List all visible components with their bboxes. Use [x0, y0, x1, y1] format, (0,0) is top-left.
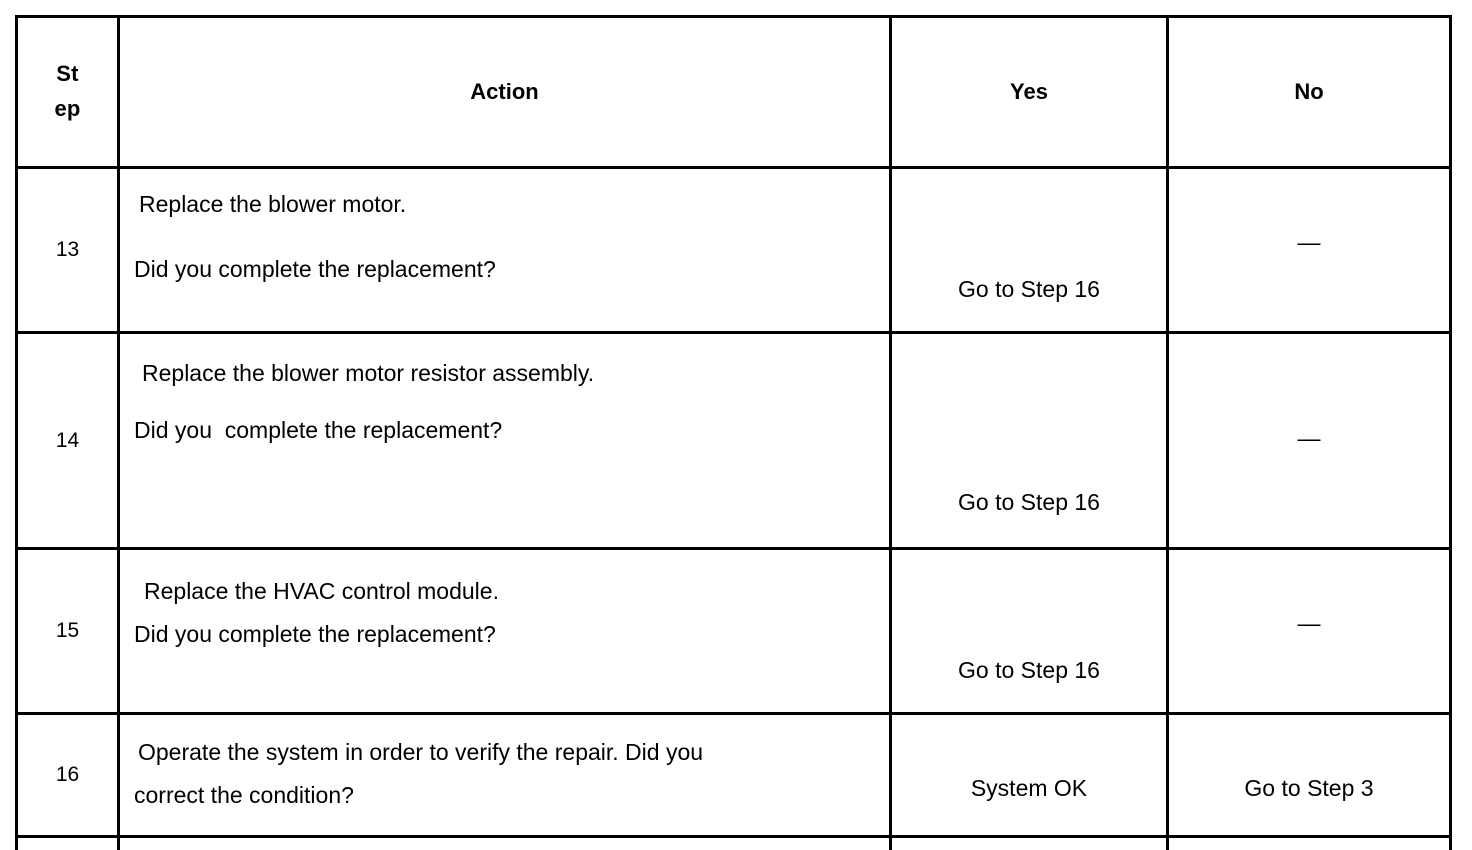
step-number-cell: [17, 837, 119, 850]
action-text-line-1: Operate the system in order to verify th…: [134, 741, 889, 764]
yes-cell: [891, 837, 1168, 850]
table-header-row: St ep Action Yes No: [17, 17, 1451, 168]
yes-cell: Go to Step 16: [891, 168, 1168, 333]
column-header-step-line2: ep: [54, 92, 80, 127]
table-row: 15 Replace the HVAC control module. Did …: [17, 549, 1451, 714]
table-row: 16 Operate the system in order to verify…: [17, 714, 1451, 837]
step-number: 13: [18, 169, 117, 331]
no-cell: —: [1168, 333, 1451, 549]
column-header-step-line1: St: [56, 57, 78, 92]
action-text-line-2: Did you complete the replacement?: [134, 419, 889, 442]
action-text-line-1: Replace the HVAC control module.: [134, 580, 889, 603]
no-action-dash: —: [1169, 610, 1449, 637]
no-action-text: Go to Step 3: [1169, 775, 1449, 802]
yes-cell: Go to Step 16: [891, 333, 1168, 549]
step-number-cell: 13: [17, 168, 119, 333]
column-header-action-label: Action: [120, 18, 889, 166]
action-text-line-1: Replace the blower motor.: [134, 193, 889, 216]
step-number: 16: [18, 715, 117, 835]
action-cell: Replace the HVAC control module. Did you…: [119, 549, 891, 714]
table-row-clipped: [17, 837, 1451, 850]
action-cell: Replace the blower motor. Did you comple…: [119, 168, 891, 333]
step-number-cell: 16: [17, 714, 119, 837]
yes-cell: System OK: [891, 714, 1168, 837]
no-cell: —: [1168, 549, 1451, 714]
table-row: 14 Replace the blower motor resistor ass…: [17, 333, 1451, 549]
action-text-line-1: Replace the blower motor resistor assemb…: [134, 362, 889, 385]
no-action-dash: —: [1169, 425, 1449, 452]
yes-action-text: Go to Step 16: [892, 276, 1166, 303]
action-cell: Operate the system in order to verify th…: [119, 714, 891, 837]
column-header-no-label: No: [1169, 18, 1449, 166]
no-cell: [1168, 837, 1451, 850]
no-cell: Go to Step 3: [1168, 714, 1451, 837]
action-text-line-2: Did you complete the replacement?: [134, 623, 889, 646]
no-cell: —: [1168, 168, 1451, 333]
column-header-yes: Yes: [891, 17, 1168, 168]
no-action-dash: —: [1169, 229, 1449, 256]
step-number-cell: 15: [17, 549, 119, 714]
column-header-step: St ep: [17, 17, 119, 168]
step-number: 15: [18, 550, 117, 712]
table-row: 13 Replace the blower motor. Did you com…: [17, 168, 1451, 333]
column-header-no: No: [1168, 17, 1451, 168]
action-text-line-2: correct the condition?: [134, 784, 889, 807]
action-cell: [119, 837, 891, 850]
diagnostic-step-table: St ep Action Yes No: [15, 15, 1452, 850]
yes-action-text: Go to Step 16: [892, 489, 1166, 516]
action-cell: Replace the blower motor resistor assemb…: [119, 333, 891, 549]
step-number: 14: [18, 334, 117, 547]
diagnostic-table-page: St ep Action Yes No: [0, 0, 1472, 832]
step-number-cell: 14: [17, 333, 119, 549]
yes-action-text: Go to Step 16: [892, 657, 1166, 684]
column-header-action: Action: [119, 17, 891, 168]
column-header-yes-label: Yes: [892, 18, 1166, 166]
action-text-line-2: Did you complete the replacement?: [134, 258, 889, 281]
yes-cell: Go to Step 16: [891, 549, 1168, 714]
yes-action-text: System OK: [892, 775, 1166, 802]
